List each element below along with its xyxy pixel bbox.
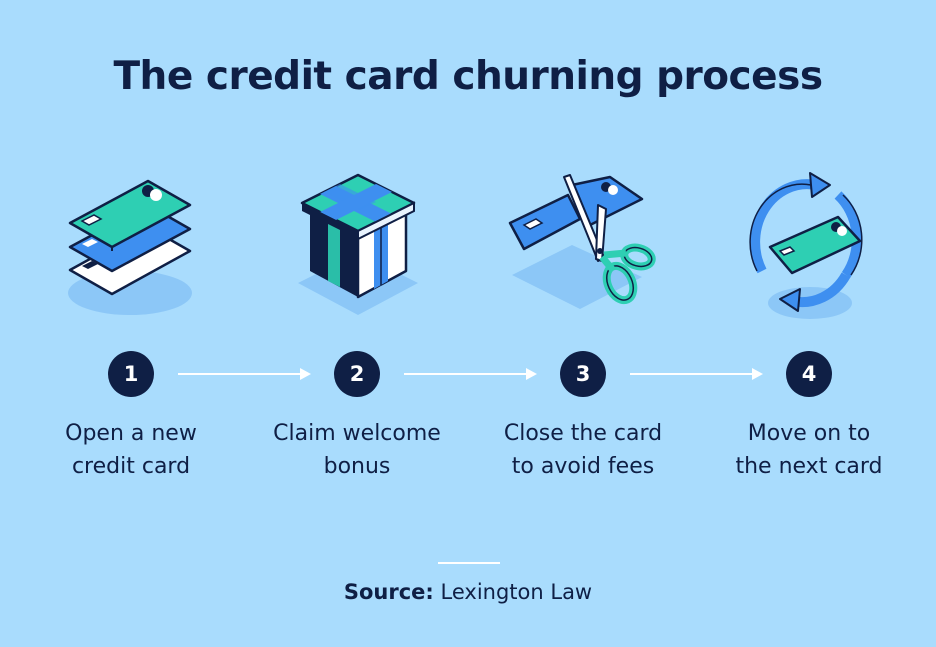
step-1-label-line1: Open a new [65,421,197,446]
step-4-label-line2: the next card [735,454,883,479]
divider [438,562,500,564]
step-3-label-line1: Close the card [503,421,663,446]
arrow-right-icon [178,364,312,384]
page-title: The credit card churning process [113,54,823,99]
step-2-label-line1: Claim welcome [273,421,441,446]
source-value: Lexington Law [440,580,593,604]
gift-box-icon [278,165,438,330]
scissors-cutting-card-icon [502,165,662,330]
step-4-badge: 4 [786,351,832,397]
step-1-label-line2: credit card [71,454,191,479]
step-2-label: Claim welcome bonus [247,417,467,483]
step-2-label-line2: bonus [323,454,391,479]
step-1-badge: 1 [108,351,154,397]
source-credit: Source: Lexington Law [0,580,936,604]
step-3-badge: 3 [560,351,606,397]
step-3-label-line2: to avoid fees [511,454,655,479]
card-cycle-arrows-icon [730,165,890,330]
step-2-badge: 2 [334,351,380,397]
arrow-right-icon [630,364,764,384]
stacked-credit-cards-icon [52,165,212,330]
step-3-label: Close the card to avoid fees [473,417,693,483]
step-4-label: Move on to the next card [699,417,919,483]
step-1-label: Open a new credit card [21,417,241,483]
arrow-right-icon [404,364,538,384]
source-label: Source: [343,580,434,604]
step-4-label-line1: Move on to [747,421,871,446]
